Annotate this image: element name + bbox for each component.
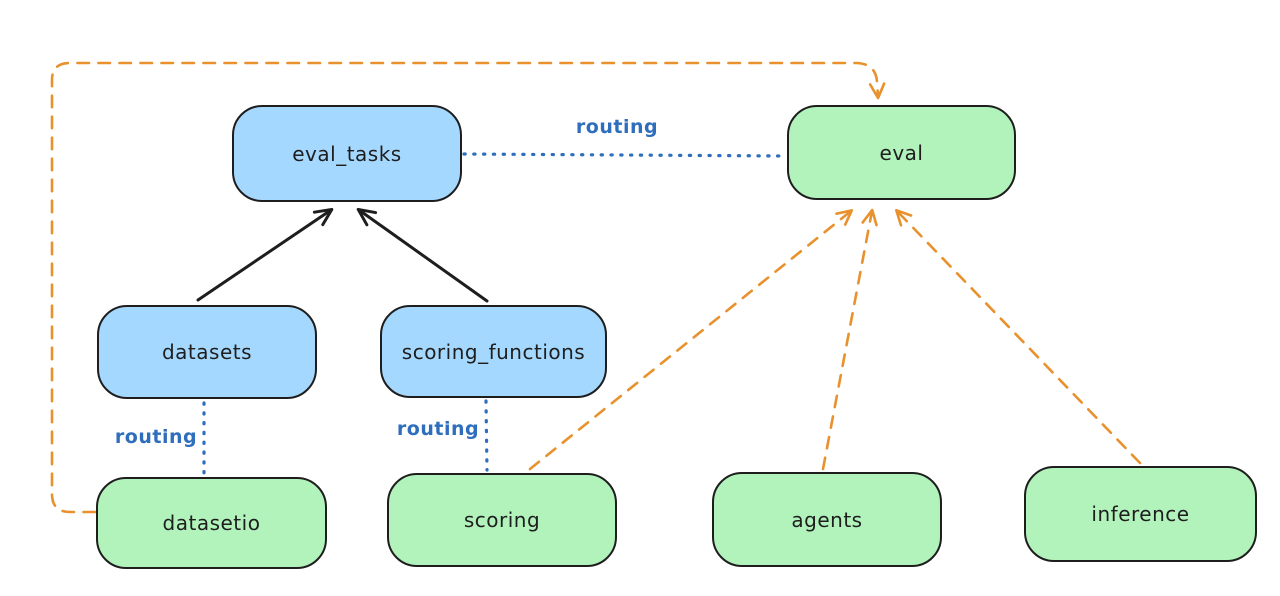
node-scoring-functions: scoring_functions xyxy=(380,305,607,398)
node-eval-label: eval xyxy=(879,140,924,165)
node-scoring-functions-label: scoring_functions xyxy=(401,339,586,364)
node-agents-label: agents xyxy=(791,507,863,532)
edge-inference-to-eval xyxy=(895,208,1142,465)
node-scoring-label: scoring xyxy=(463,508,541,532)
node-datasetio-label: datasetio xyxy=(162,511,261,535)
node-eval-tasks-label: eval_tasks xyxy=(292,141,402,166)
node-eval: eval xyxy=(787,105,1016,200)
edge-datasets-to-eval-tasks xyxy=(196,207,334,302)
node-scoring: scoring xyxy=(387,473,617,567)
node-datasets-label: datasets xyxy=(161,340,253,364)
edge-datasetio-to-eval xyxy=(50,61,886,514)
node-inference: inference xyxy=(1024,466,1257,562)
edge-eval-tasks-to-eval-routing xyxy=(462,152,787,158)
node-datasetio: datasetio xyxy=(96,477,327,569)
node-datasets: datasets xyxy=(97,305,317,399)
edge-agents-to-eval xyxy=(821,208,878,471)
edge-scoring-functions-to-eval-tasks xyxy=(356,207,489,303)
edge-scoring-to-eval xyxy=(528,209,854,471)
edge-label-routing-mid: routing xyxy=(396,418,480,440)
node-eval-tasks: eval_tasks xyxy=(232,105,462,202)
edge-label-routing-top: routing xyxy=(575,116,659,138)
node-inference-label: inference xyxy=(1091,502,1190,526)
edge-label-routing-left: routing xyxy=(114,426,198,448)
edge-scoring-functions-to-scoring-routing xyxy=(484,399,489,472)
node-agents: agents xyxy=(712,472,942,567)
